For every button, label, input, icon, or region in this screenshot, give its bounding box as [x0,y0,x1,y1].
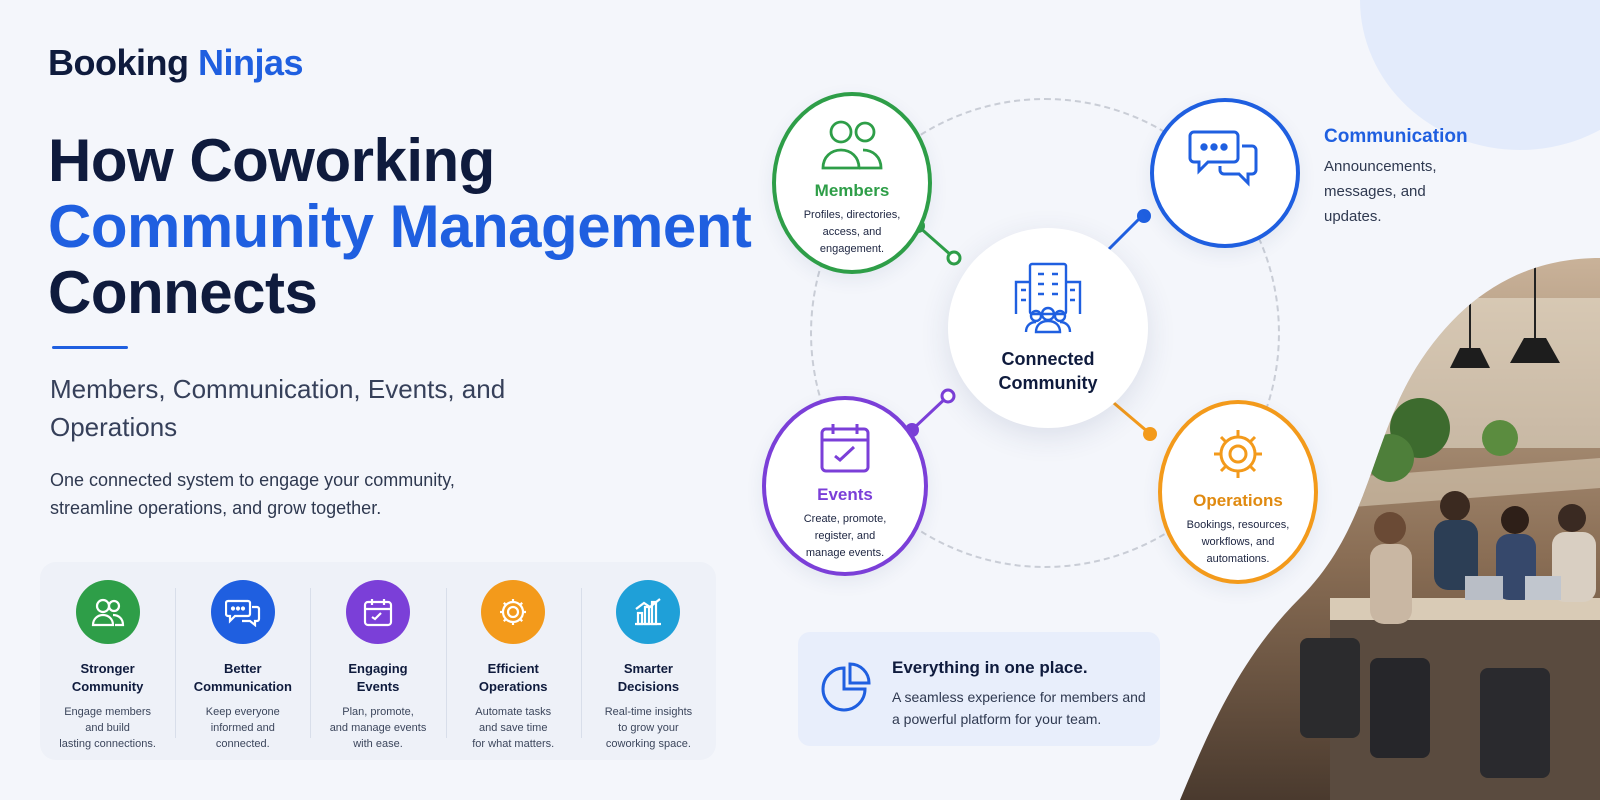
benefit-title-1: Smarter [623,661,673,676]
members-text-line: Profiles, directories, [803,209,901,221]
gear-icon [481,580,546,644]
benefit-title-1: Stronger [80,661,135,676]
benefit-text-line: lasting connections. [59,738,156,750]
benefit-text-line: Keep everyone [205,706,280,718]
brand-part-1: Booking [48,42,189,83]
brand-part-2: Ninjas [198,42,304,83]
operations-text-line: automations. [1206,553,1270,565]
hub-node-events[interactable]: Events Create, promote, register, and mana… [762,396,928,576]
hub-center-line-1: Connected [1001,349,1095,369]
operations-gear-icon [1162,426,1314,487]
page-title: How Coworking Community Management Conne… [48,127,752,326]
calendar-event-icon [766,420,924,481]
communication-text-line: messages, and [1324,183,1426,200]
benefit-text-line: and build [85,722,130,734]
benefit-text-line: for what matters. [472,738,555,750]
calendar-icon [346,580,410,644]
benefit-title-2: Communication [193,679,292,694]
hub-node-members[interactable]: Members Profiles, directories, access, an… [772,92,932,274]
pie-chart-icon [820,662,874,721]
benefit-text-line: to grow your [618,722,679,734]
title-line-3: Connects [48,259,318,326]
coworking-photo [1180,258,1600,800]
hub-dashed-ring [810,98,1280,568]
members-text-line: engagement. [819,243,885,255]
callout-title: Everything in one place. [892,658,1088,677]
benefit-text-line: and manage events [329,722,427,734]
subheading: Members, Communication, Events, and Oper… [50,374,506,442]
operations-title: Operations [1193,491,1283,510]
communication-text-line: Announcements, [1324,158,1437,175]
building-community-icon [948,256,1148,341]
members-text-line: access, and [822,226,882,238]
benefit-title-1: Efficient [487,661,539,676]
members-title: Members [814,181,890,200]
benefit-text-line: Automate tasks [475,706,552,718]
benefit-title-2: Decisions [617,679,680,694]
communication-title: Communication [1324,126,1468,147]
events-text-line: Create, promote, [803,513,887,525]
chat-icon [210,580,275,644]
members-icon [776,118,928,177]
benefit-text-line: informed and [210,722,275,734]
benefit-text-line: Plan, promote, [342,706,414,718]
benefit-text-line: coworking space. [605,738,691,750]
benefit-title-1: Engaging [348,661,408,676]
hub-center-line-2: Community [998,373,1098,393]
callout-text: A seamless experience for members and a … [892,689,1146,727]
communication-text-line: updates. [1324,208,1382,225]
users-icon [75,580,140,644]
benefit-text-line: Real-time insights [604,706,693,718]
chat-bubbles-icon [1154,128,1296,199]
events-title: Events [817,485,873,504]
benefit-title-2: Events [356,679,400,694]
title-line-1: How Coworking [48,127,495,194]
events-text-line: manage events. [805,547,885,559]
operations-text-line: Bookings, resources, [1186,519,1290,531]
benefit-text-line: connected. [215,738,270,750]
title-divider [52,346,128,349]
hub-node-operations[interactable]: Operations Bookings, resources, workflows… [1158,400,1318,584]
benefit-title-2: Operations [478,679,548,694]
brand-logo[interactable]: Booking Ninjas [48,42,304,84]
communication-description: Communication Announcements, messages, an… [1324,126,1504,229]
benefit-title-1: Better [224,661,262,676]
callout-card: Everything in one place. A seamless expe… [798,632,1160,746]
benefit-text-line: Engage members [64,706,152,718]
description: One connected system to engage your comm… [50,470,455,518]
benefit-text-line: and save time [478,722,548,734]
hub-node-communication[interactable] [1150,98,1300,248]
chart-icon [616,580,681,644]
events-text-line: register, and [814,530,876,542]
title-line-2: Community Management [48,193,752,260]
benefit-text-line: with ease. [353,738,403,750]
operations-text-line: workflows, and [1201,536,1275,548]
benefit-title-2: Community [71,679,144,694]
